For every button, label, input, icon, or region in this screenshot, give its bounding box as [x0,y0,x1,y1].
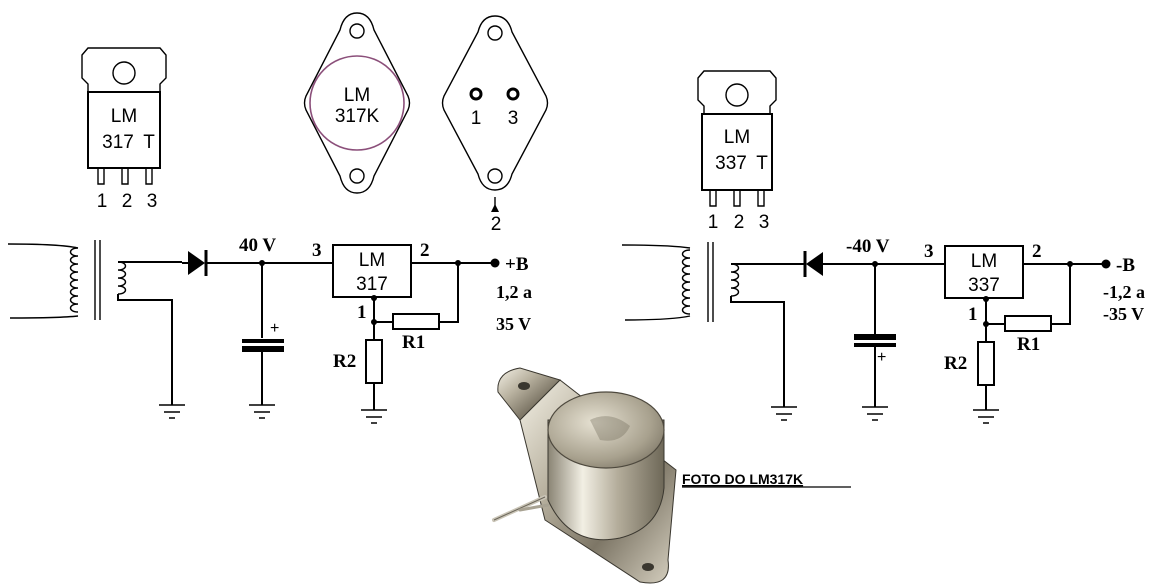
input-voltage-label: -40 V [846,236,890,257]
ground-symbol [361,409,387,424]
regulator-label-line1: LM [359,250,385,271]
output-label: -B [1116,255,1135,276]
resistor-r2 [977,341,995,386]
package-label-line1: LM [111,106,137,127]
primary-winding [681,249,691,315]
pin-number: 3 [508,108,519,129]
pin-number: 1 [471,108,482,129]
ground-symbol [771,406,797,421]
to220-lm337t-package: LM 337 T 1 2 3 [697,70,777,233]
to220-tab [697,70,777,115]
capacitor-polarity: + [270,320,279,337]
capacitor-polarity: + [877,349,886,366]
pin-in-label: 3 [924,241,934,262]
photo-caption: FOTO DO LM317K [682,471,803,487]
photo-lead [518,503,550,512]
pin-in-label: 3 [312,240,322,261]
package-label-line2: 317 [102,132,134,153]
to3-can-outline [309,55,405,151]
resistor-r1 [392,313,440,330]
r2-label: R2 [944,353,967,374]
to220-lm317t-package: LM 317 T 1 2 3 [81,47,167,212]
package-label-line1: LM [724,127,750,148]
photo-can-top [547,391,665,469]
output-terminal [1101,259,1111,269]
pin-out-label: 2 [420,240,430,261]
mounting-hole [725,83,749,107]
package-label-suffix: T [756,153,768,174]
ground-symbol [973,409,999,424]
pin-number: 3 [759,212,770,233]
pin-number: 1 [708,212,719,233]
photo-lead-edge [493,496,546,521]
pin-number: 2 [734,212,745,233]
pin-number: 2 [122,191,133,212]
to220-leads [709,190,765,207]
pin-hole [469,87,483,101]
primary-winding [69,247,79,313]
photo-flange-top [497,367,561,421]
r1-label: R1 [1017,334,1040,355]
mounting-hole [487,25,503,41]
transformer [621,242,740,322]
transformer [7,240,127,320]
case-pin-number: 2 [491,214,502,235]
ground-symbol [249,404,275,419]
secondary-winding [117,261,127,295]
regulator-label-line2: 317 [356,274,388,295]
photo-marking [590,416,630,441]
capacitor-plate [854,334,896,340]
mounting-hole [349,23,365,39]
r2-label: R2 [333,351,356,372]
mounting-hole [349,168,365,184]
output-terminal [490,258,500,268]
pin-number: 1 [97,191,108,212]
capacitor-plate [242,339,284,343]
package-label-line2: 317K [335,106,380,127]
mounting-hole [487,168,503,184]
output-range-line2: 35 V [496,314,531,334]
pin-out-label: 2 [1032,241,1042,262]
input-voltage-label: 40 V [239,235,276,256]
ground-symbol [862,406,888,421]
ground-symbol [159,404,185,419]
photo-mount-hole [642,563,654,571]
resistor-r1 [1004,315,1052,332]
package-label-suffix: T [143,132,155,153]
pin-hole [506,87,520,101]
to220-body [87,91,161,169]
capacitor-plate [242,346,284,352]
pin-adj-label: 1 [357,302,367,323]
rectifier-diode [803,251,823,277]
to3-flange [441,15,549,191]
r1-label: R1 [402,332,425,353]
positive-regulator-circuit: 40 V + LM 317 3 2 1 +B 1,2 a 35 V R1 R2 [7,235,532,424]
mounting-hole [112,61,136,85]
pin-adj-label: 1 [968,304,978,325]
pin-number: 3 [147,191,158,212]
negative-regulator-circuit: -40 V + LM 337 3 2 1 -B -1,2 a -35 V R1 … [621,236,1145,424]
secondary-winding [730,263,740,297]
photo-mount-hole [518,382,530,390]
package-label-line2: 337 [715,153,747,174]
output-range-line1: -1,2 a [1103,282,1145,302]
package-label-line1: LM [344,85,370,106]
regulator-label-line2: 337 [968,275,1000,296]
to220-leads [97,168,153,185]
regulator-label-line1: LM [971,251,997,272]
to220-body [701,113,773,191]
output-range-line1: 1,2 a [496,282,532,302]
output-range-line2: -35 V [1103,304,1144,324]
capacitor-plate [854,343,896,347]
resistor-r2 [365,339,383,384]
to3-lm317k-pinout: 1 3 2 [441,15,549,235]
lm317k-photo [492,367,677,584]
rectifier-diode [188,250,208,276]
output-label: +B [505,254,529,275]
to3-flange [303,12,411,194]
to3-lm317k-front: LM 317K [303,12,411,194]
to220-tab [81,47,167,93]
